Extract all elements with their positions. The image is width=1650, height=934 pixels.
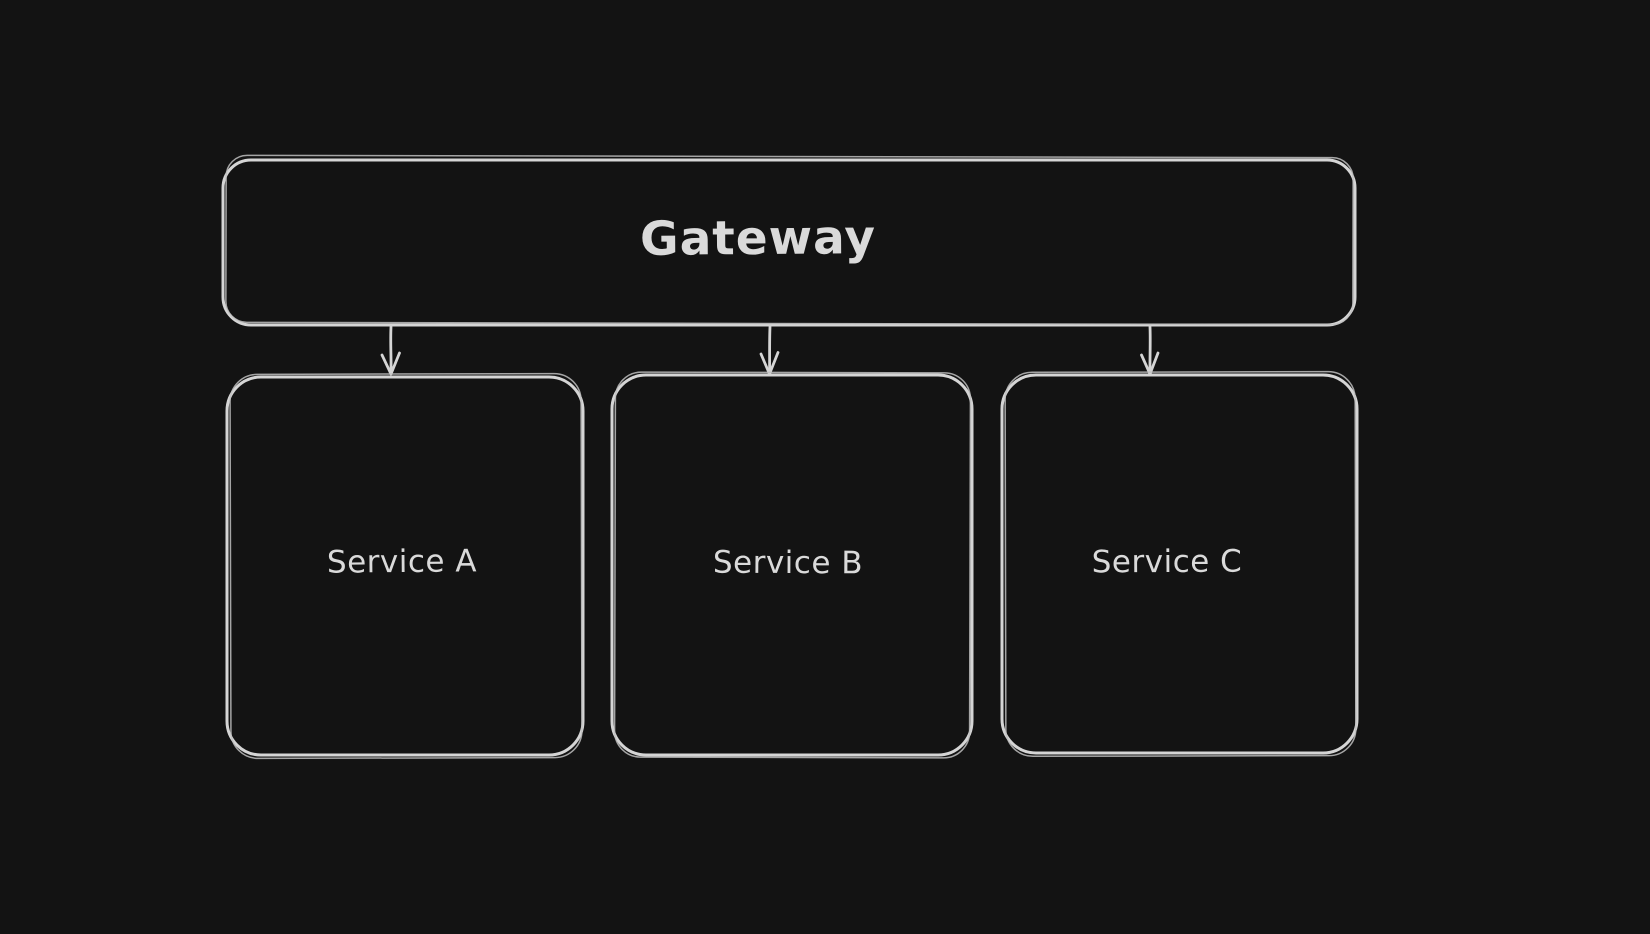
service-b-node[interactable] (610, 371, 974, 759)
gateway-node[interactable] (221, 154, 1357, 327)
service-b-box (610, 373, 974, 757)
arrow-stem (768, 325, 772, 374)
service-a-box-sketch (229, 372, 583, 760)
service-a-node[interactable] (225, 372, 585, 760)
service-c-node[interactable] (1000, 370, 1359, 758)
service-c-box (1000, 373, 1359, 755)
service-a-box (225, 375, 585, 757)
gateway-label: Gateway (640, 210, 876, 267)
service-c-box-sketch (1004, 370, 1357, 758)
service-b-box-sketch (613, 371, 972, 759)
label-layer: Gateway Service A Service B Service C (327, 210, 1243, 581)
service-c-label: Service C (1092, 544, 1243, 581)
gateway-box-sketch (225, 154, 1354, 326)
gateway-box (221, 158, 1357, 327)
stroke-layer (221, 154, 1359, 760)
service-b-label: Service B (713, 545, 863, 582)
service-a-label: Service A (327, 543, 477, 580)
